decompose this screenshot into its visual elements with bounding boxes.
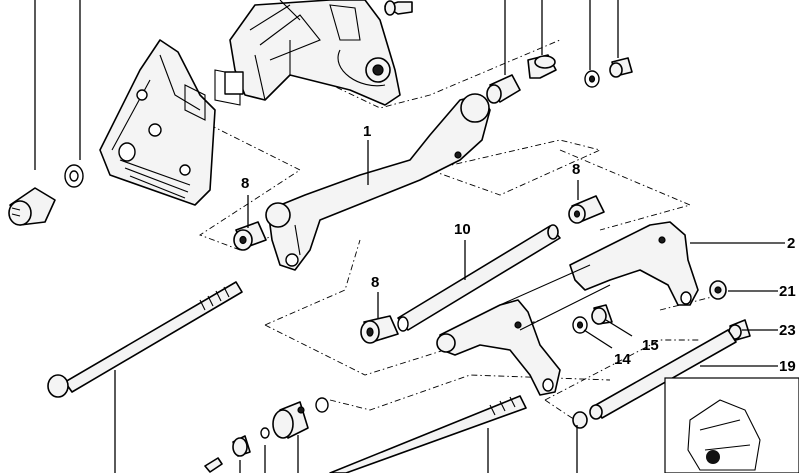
bushing-8-bottom (360, 315, 399, 344)
bolt-left (8, 164, 84, 226)
callout-8-left: 8 (241, 175, 249, 192)
bolt-top (384, 0, 413, 16)
bracket-plate-left (99, 39, 216, 206)
callout-8-right: 8 (572, 161, 580, 178)
long-bolt-left (47, 281, 243, 398)
leader-lines (34, 0, 785, 473)
mount-casting-top (214, 0, 401, 106)
bushings-top-right (486, 54, 633, 104)
washer-14 (572, 316, 588, 334)
pin-19 (572, 329, 737, 429)
callout-15: 15 (642, 337, 659, 354)
sleeve-10 (397, 224, 561, 332)
callout-19: 19 (779, 358, 796, 375)
carrier-arm-1 (265, 93, 491, 271)
bushing-15 (591, 304, 613, 325)
callout-1: 1 (363, 123, 371, 140)
callout-2: 2 (787, 235, 795, 252)
callout-23: 23 (779, 322, 796, 339)
callout-14: 14 (614, 351, 631, 368)
screw-bottom (204, 457, 223, 473)
long-bolt-bottom (329, 395, 527, 473)
bushing-8-left (233, 221, 267, 251)
callouts: 1 2 8 8 8 10 14 15 19 21 23 (241, 123, 796, 375)
callout-21: 21 (779, 283, 796, 300)
bushing-21 (709, 280, 727, 300)
mount-bushing-bottom (272, 397, 329, 439)
callout-8-bottom: 8 (371, 274, 379, 291)
bushing-8-right (568, 195, 605, 224)
swing-arm-2 (436, 221, 699, 396)
location-inset (664, 377, 799, 473)
nut-bottom (232, 427, 270, 457)
callout-10: 10 (454, 221, 471, 238)
